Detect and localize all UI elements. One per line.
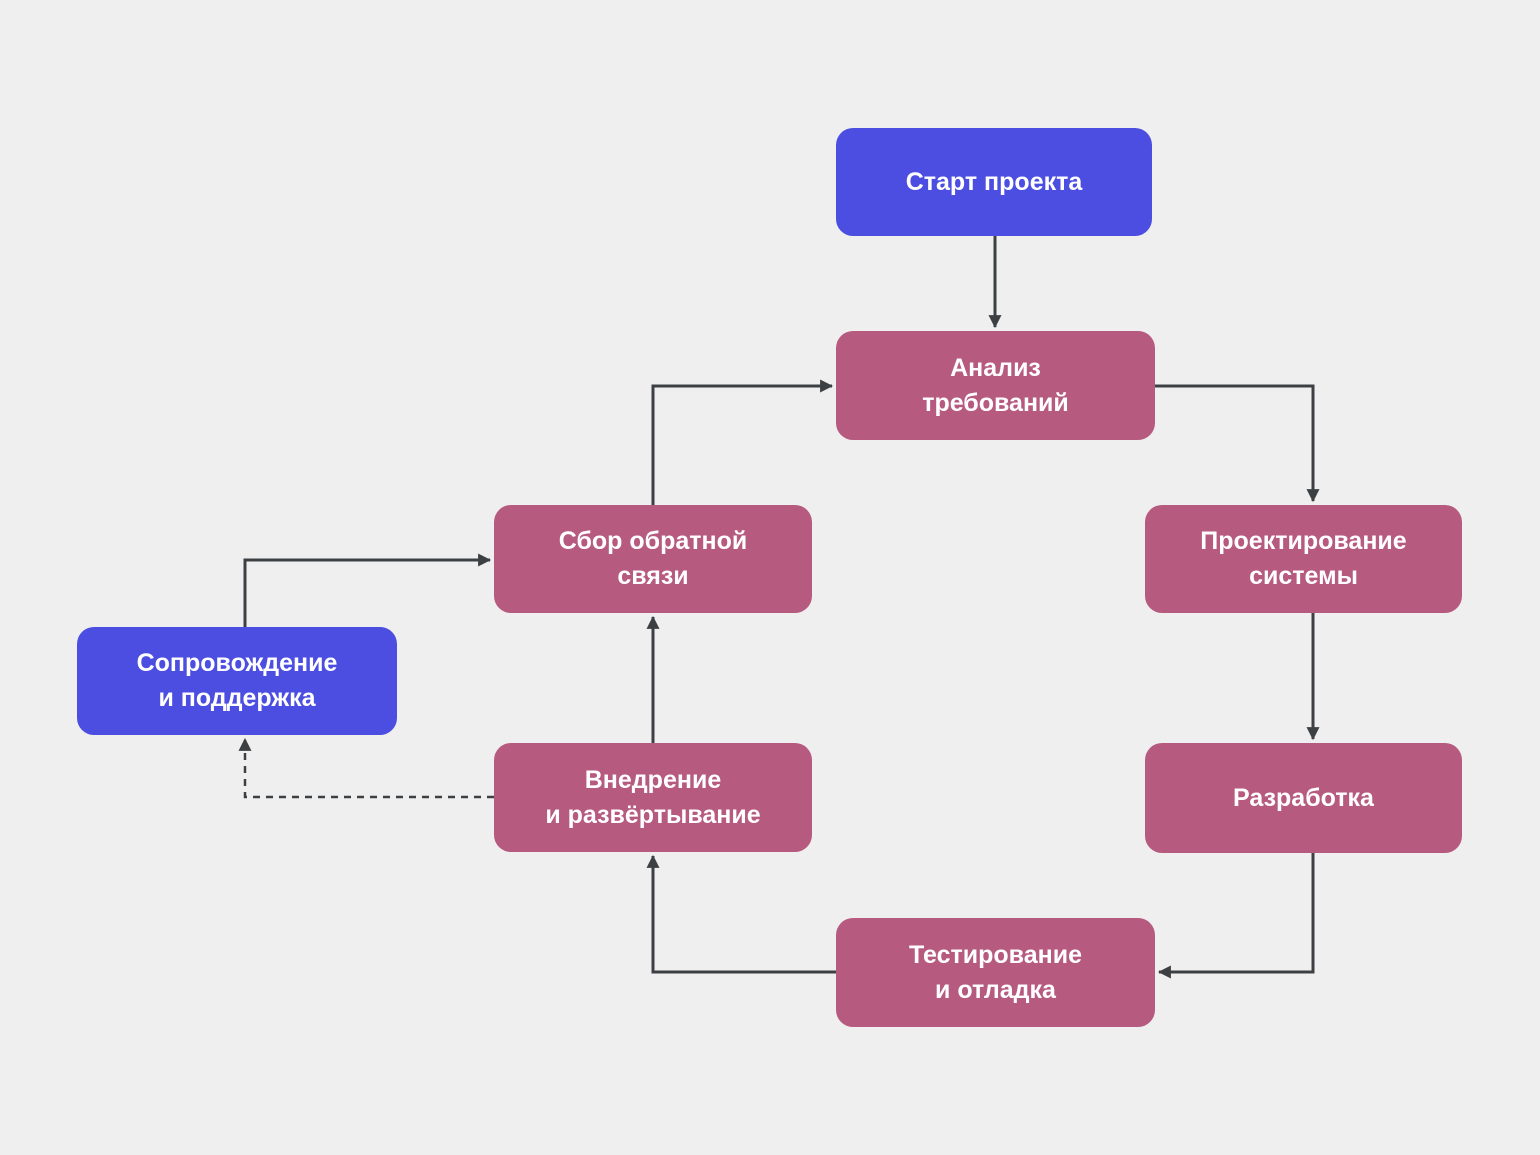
node-analysis[interactable]: Анализ требований bbox=[836, 331, 1155, 440]
node-development[interactable]: Разработка bbox=[1145, 743, 1462, 853]
node-feedback[interactable]: Сбор обратной связи bbox=[494, 505, 812, 613]
node-analysis-label: Анализ требований bbox=[922, 353, 1069, 417]
node-feedback-label: Сбор обратной связи bbox=[558, 527, 748, 590]
edge-support-feedback bbox=[243, 553, 492, 627]
edge-feedback-analysis bbox=[651, 379, 834, 505]
node-development-label: Разработка bbox=[1233, 783, 1374, 812]
node-support[interactable]: Сопровождение и поддержка bbox=[77, 627, 397, 735]
node-design[interactable]: Проектирование системы bbox=[1145, 505, 1462, 613]
edge-deployment-support-dashed bbox=[238, 737, 494, 799]
node-start-label: Старт проекта bbox=[905, 167, 1083, 196]
node-testing[interactable]: Тестирование и отладка bbox=[836, 918, 1155, 1027]
node-testing-label: Тестирование и отладка bbox=[909, 940, 1082, 1004]
edge-analysis-design bbox=[1155, 384, 1320, 503]
node-deployment[interactable]: Внедрение и развёртывание bbox=[494, 743, 812, 852]
node-design-label: Проектирование системы bbox=[1200, 527, 1407, 590]
node-support-label: Сопровождение и поддержка bbox=[136, 649, 338, 712]
node-start[interactable]: Старт проекта bbox=[836, 128, 1152, 236]
node-deployment-label: Внедрение и развёртывание bbox=[545, 765, 761, 829]
edge-testing-deployment bbox=[646, 854, 836, 974]
edge-development-testing bbox=[1157, 853, 1315, 979]
